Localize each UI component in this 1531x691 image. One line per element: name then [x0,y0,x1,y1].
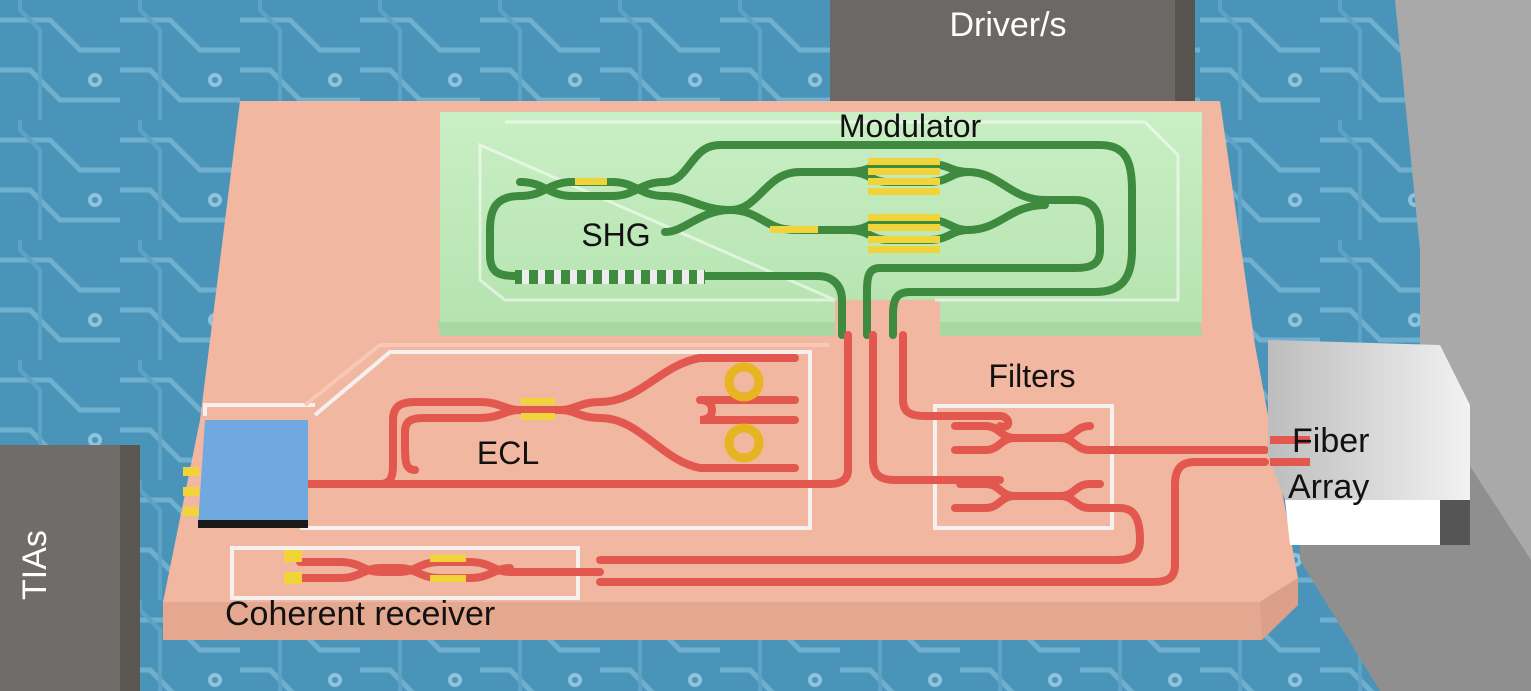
green-notch [835,300,940,336]
red-waveguides [296,331,1269,586]
pink-glow-trace [303,343,830,407]
green-region-side [438,320,1202,336]
driver-block: Driver/s [830,0,1195,110]
chip-front-face [163,600,1262,640]
tia-block: TIAs [0,445,140,691]
shg-grating [515,270,705,284]
fiber-array [1268,340,1470,545]
driver-label: Driver/s [949,6,1066,44]
chip-outline-traces [203,350,1114,600]
red-electrodes [284,398,555,584]
tia-label: TIAs [16,530,54,600]
modulator-electrodes [575,158,940,253]
filters-label: Filters [988,358,1075,394]
laser-block [183,420,308,528]
ecl-label: ECL [477,435,539,471]
fiber-label-line2: Array [1288,468,1369,506]
coherent-receiver-label: Coherent receiver [225,595,495,633]
ring-resonators [724,362,764,463]
fiber-label-line1: Fiber [1292,422,1369,460]
shg-label: SHG [581,217,650,253]
modulator-label: Modulator [839,108,982,144]
